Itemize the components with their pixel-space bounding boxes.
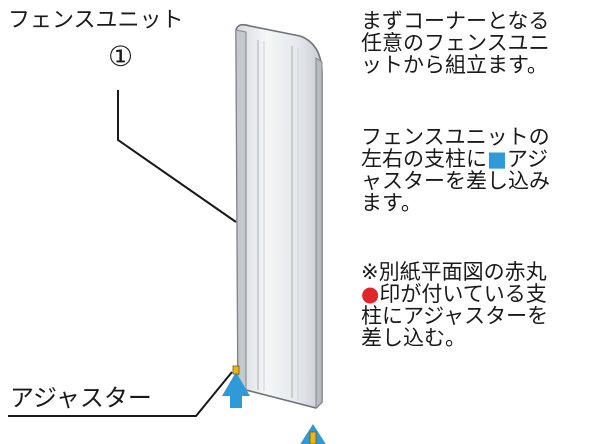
step2-text-after: アジ ャスターを差し込み ます。 (361, 147, 550, 215)
adjuster-right (309, 431, 317, 444)
step3-text-after: 印が付いている支 柱にアジャスターを 差し込む。 (361, 282, 549, 350)
blue-square-icon: ■ (487, 147, 507, 171)
unit-leader-line (117, 90, 237, 223)
fence-unit-label: フェンスユニット (8, 8, 184, 33)
adjuster-leader-line (8, 371, 233, 417)
adjuster-left (232, 365, 240, 375)
step2-text-before: フェンスユニットの 左右の支柱に (361, 125, 550, 171)
instruction-step-1: まずコーナーとなる 任意のフェンスユニ ットから組立ます。 (361, 9, 550, 77)
red-circle-icon: ● (361, 282, 380, 306)
fence-unit-panel (235, 23, 323, 410)
insert-arrow-left (222, 372, 250, 408)
instruction-step-3: ※別紙平面図の赤丸 ●印が付いている支 柱にアジャスターを 差し込む。 (361, 261, 605, 349)
unit-number-label: ① (108, 40, 134, 73)
instruction-step-2: フェンスユニットの 左右の支柱に■アジ ャスターを差し込み ます。 (361, 126, 605, 214)
adjuster-label: アジャスター (10, 384, 152, 412)
step3-text-before: ※別紙平面図の赤丸 (361, 260, 547, 284)
